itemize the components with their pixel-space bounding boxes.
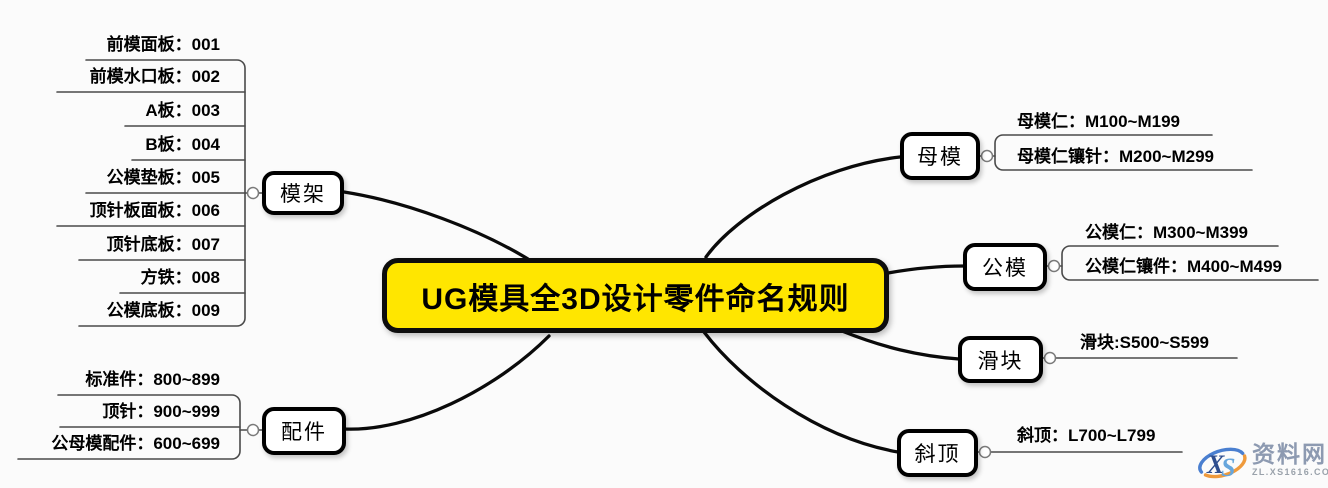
branch-accessories[interactable]: 配件 bbox=[262, 407, 346, 455]
xs-logo-icon: X S bbox=[1198, 447, 1247, 482]
curve-center-to-lifter bbox=[702, 330, 900, 454]
collapse-handle-mold-base[interactable] bbox=[246, 186, 260, 200]
collapse-handle-core[interactable] bbox=[1047, 259, 1061, 273]
leaf-topic[interactable]: 母模仁：M100~M199 bbox=[1017, 112, 1180, 131]
collapse-handle-slider[interactable] bbox=[1043, 351, 1057, 365]
leaf-topic[interactable]: 方铁：008 bbox=[140, 268, 220, 287]
curve-center-to-core bbox=[886, 264, 966, 275]
watermark-site-name: 资料网 bbox=[1252, 441, 1327, 467]
leaf-topic[interactable]: 公模底板：009 bbox=[106, 301, 220, 320]
leaf-topic[interactable]: 顶针板面板：006 bbox=[89, 201, 220, 220]
collapse-handle-lifter[interactable] bbox=[978, 445, 992, 459]
leaf-topic[interactable]: 标准件：800~899 bbox=[85, 370, 220, 389]
watermark-letter-s: S bbox=[1221, 453, 1235, 482]
central-topic[interactable]: UG模具全3D设计零件命名规则 bbox=[382, 258, 889, 333]
curve-center-to-slider bbox=[840, 329, 961, 361]
leaf-topic[interactable]: 斜顶：L700~L799 bbox=[1017, 426, 1156, 445]
watermark: X S 资料网 ZL.XS1616.COM bbox=[1196, 442, 1328, 486]
leaf-topic[interactable]: 顶针：900~999 bbox=[102, 402, 220, 421]
branch-lifter[interactable]: 斜顶 bbox=[897, 429, 978, 477]
leaf-topic[interactable]: 公母模配件：600~699 bbox=[51, 434, 220, 453]
branch-slider[interactable]: 滑块 bbox=[958, 336, 1043, 383]
leaf-topic[interactable]: 顶针底板：007 bbox=[106, 235, 220, 254]
branch-mold-base[interactable]: 模架 bbox=[262, 171, 344, 215]
bracket-cavity bbox=[994, 134, 1253, 171]
leaf-topic[interactable]: A板：003 bbox=[145, 101, 220, 120]
watermark-site-url: ZL.XS1616.COM bbox=[1252, 467, 1328, 477]
leaf-topic[interactable]: 公模垫板：005 bbox=[106, 168, 220, 187]
leaf-topic[interactable]: 滑块:S500~S599 bbox=[1080, 333, 1209, 352]
branch-cavity[interactable]: 母模 bbox=[900, 132, 980, 180]
leaf-topic[interactable]: B板：004 bbox=[145, 135, 220, 154]
leaf-topic[interactable]: 公模仁：M300~M399 bbox=[1085, 223, 1248, 242]
leaf-topic[interactable]: 公模仁镶件：M400~M499 bbox=[1085, 257, 1282, 276]
collapse-handle-accessories[interactable] bbox=[246, 423, 260, 437]
bracket-core bbox=[1061, 245, 1319, 281]
leaf-topic[interactable]: 母模仁镶针：M200~M299 bbox=[1017, 147, 1214, 166]
branch-core[interactable]: 公模 bbox=[963, 243, 1047, 291]
leaf-topic[interactable]: 前模面板：001 bbox=[106, 35, 220, 54]
watermark-text: 资料网 ZL.XS1616.COM bbox=[1252, 442, 1328, 478]
curve-center-to-accessories bbox=[342, 334, 551, 431]
curve-center-to-cavity bbox=[704, 155, 902, 259]
curve-center-to-mold-base bbox=[342, 190, 530, 261]
watermark-letter-x: X bbox=[1206, 450, 1225, 479]
leaf-topic[interactable]: 前模水口板：002 bbox=[89, 67, 220, 86]
collapse-handle-cavity[interactable] bbox=[980, 149, 994, 163]
